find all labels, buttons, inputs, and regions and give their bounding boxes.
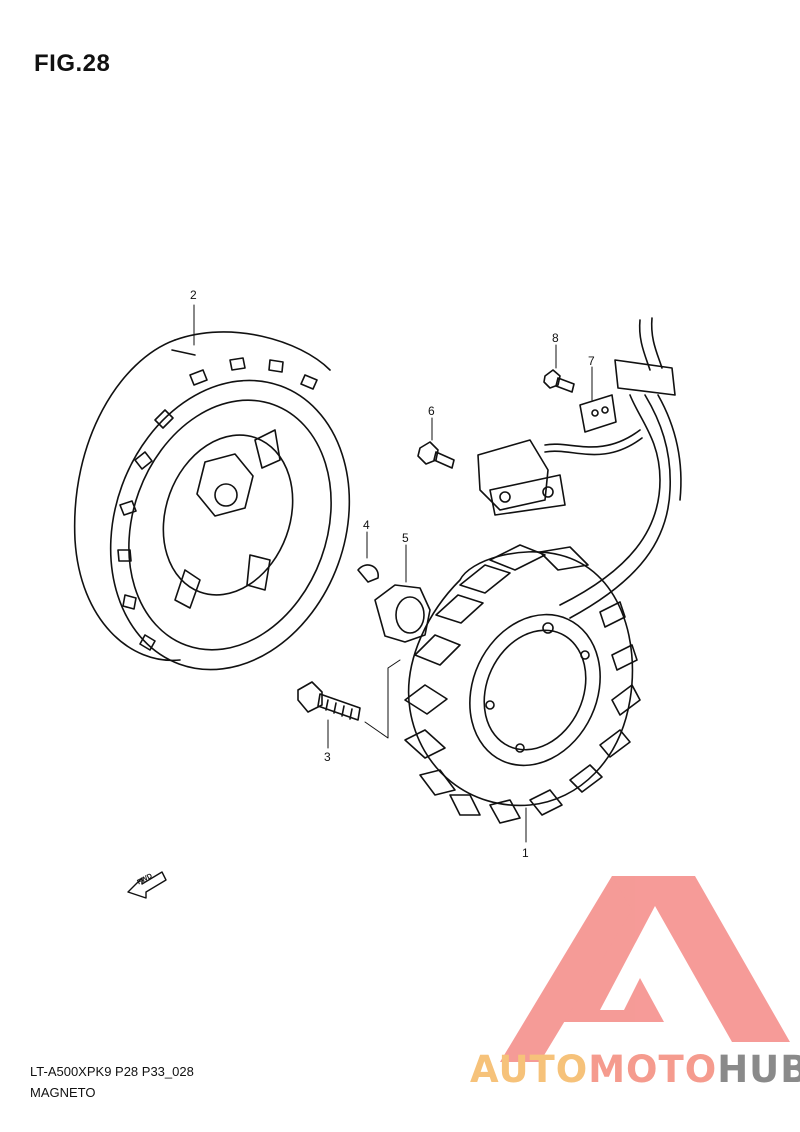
woodruff-key [357,531,379,583]
automotohub-logo-mark [500,876,790,1062]
pickup-bolt [417,417,455,469]
callout-6: 6 [428,404,435,418]
flywheel-rotor [73,304,351,671]
watermark-auto: AUTO [470,1048,589,1091]
rotor-bolt [297,659,401,749]
figure-title: FIG.28 [34,50,111,77]
watermark-wordmark: AUTOMOTOHUB [470,1048,800,1091]
clamp-bolt [543,344,575,393]
stator-coil [404,544,641,843]
wire-clamp [579,366,617,433]
section-name: MAGNETO [30,1085,96,1100]
callout-1: 1 [522,846,529,860]
fwd-arrow-icon [127,871,167,899]
watermark-hub: HUB [717,1048,800,1091]
callout-3: 3 [324,750,331,764]
model-code: LT-A500XPK9 P28 P33_028 [30,1064,194,1079]
callout-2: 2 [190,288,197,302]
pickup-coil [477,429,643,516]
rotor-nut [374,544,431,643]
callout-8: 8 [552,331,559,345]
wire-harness [559,317,682,619]
watermark-moto: MOTO [588,1048,718,1091]
callout-7: 7 [588,354,595,368]
callout-4: 4 [363,518,370,532]
callout-5: 5 [402,531,409,545]
